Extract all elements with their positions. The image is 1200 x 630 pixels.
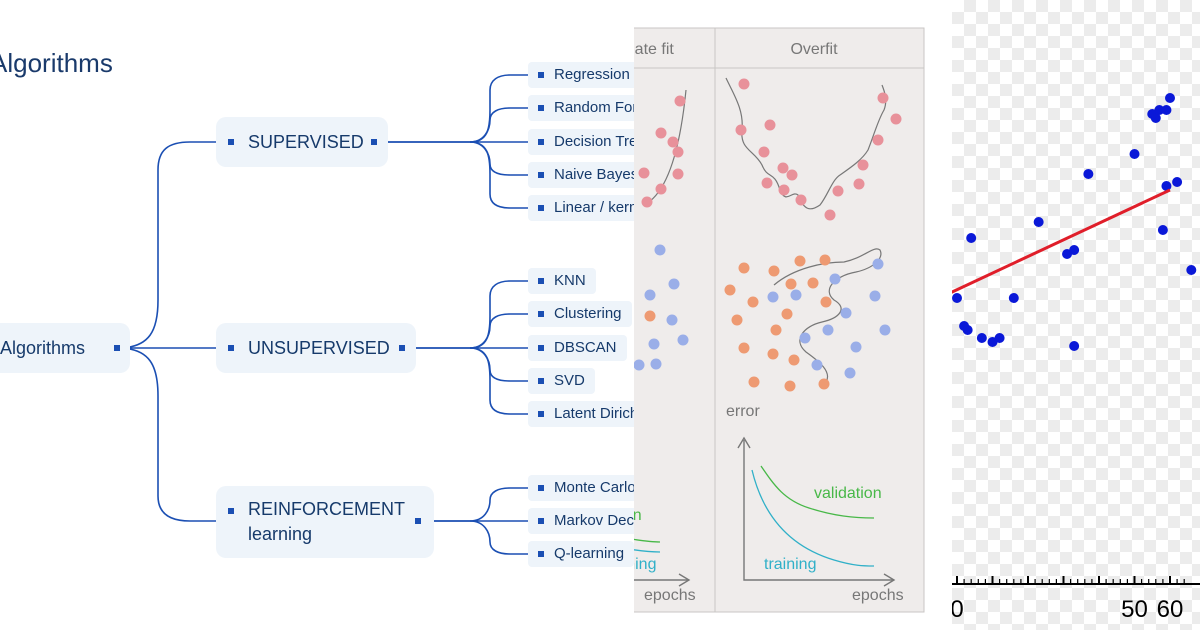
error-label: error: [726, 403, 760, 420]
leaf-dbscan[interactable]: DBSCAN: [528, 335, 627, 361]
fit-line: [952, 188, 1171, 294]
x-tick-label: 60: [1157, 596, 1184, 623]
fit-vs-overfit-illustration: Appropriate fit Overfit: [634, 27, 925, 613]
leaf-random-forest-label: Random Forest: [554, 99, 634, 116]
leaf-markov-decision-label: Markov Decision: [554, 512, 634, 529]
data-point-17: [1157, 225, 1168, 235]
validation-label-right: validation: [814, 485, 882, 502]
validation-label-left: validation: [634, 507, 642, 524]
mind-map-connectors: [117, 74, 540, 555]
leaf-decision-tree-label: Decision Tree: [554, 133, 634, 150]
scatter-plot: 0 50 60: [952, 93, 1200, 623]
leaf-q-learning[interactable]: Q-learning: [528, 541, 634, 567]
overfit-orange-points: [724, 254, 832, 392]
leaf-clustering[interactable]: Clustering: [528, 301, 632, 327]
leaf-linear-svm-label: Linear / kernel SVM: [554, 199, 634, 216]
branch-reinforcement-label-2: learning: [248, 524, 313, 544]
x-tick-label: 50: [1121, 596, 1148, 623]
leaf-monte-carlo-label: Monte Carlo: [554, 479, 634, 496]
branch-unsupervised-dot: [399, 345, 405, 351]
leaf-clustering-label: Clustering: [554, 305, 622, 322]
leaf-dbscan-label: DBSCAN: [554, 339, 617, 356]
header-appropriate-fit: Appropriate fit: [634, 41, 674, 58]
data-point-16: [1154, 105, 1165, 115]
epochs-label-left: epochs: [644, 587, 696, 604]
leaf-regression-label: Regression: [554, 66, 630, 83]
data-point-19: [1161, 105, 1172, 115]
data-point-2: [962, 325, 973, 335]
branch-reinforcement-dot: [415, 518, 421, 524]
leaf-knn[interactable]: KNN: [528, 268, 596, 294]
fit-training-curve: [634, 549, 661, 553]
data-point-7: [1008, 293, 1019, 303]
leaf-markov-decision[interactable]: Markov Decision: [528, 508, 634, 534]
data-point-11: [1069, 245, 1080, 255]
data-point-20: [1165, 93, 1175, 103]
appropriate-fit-blue-points: [634, 244, 689, 371]
data-point-10: [1069, 341, 1080, 351]
connector-supervised: [117, 141, 228, 349]
leaf-regression[interactable]: Regression: [528, 62, 634, 88]
scatter-regression-panel: 0 50 60: [952, 0, 1200, 630]
error-axes: [743, 440, 894, 581]
root-label: Algorithms: [0, 337, 86, 358]
leaf-knn-label: KNN: [554, 272, 586, 289]
branch-unsupervised-label: UNSUPERVISED: [248, 337, 390, 358]
leaf-q-learning-label: Q-learning: [554, 545, 625, 562]
fit-vs-overfit-panel: Appropriate fit Overfit: [634, 0, 952, 630]
leaf-lda[interactable]: Latent Dirichlet Allocation: [528, 401, 634, 427]
leaf-decision-tree[interactable]: Decision Tree: [528, 129, 634, 155]
root-node[interactable]: Algorithms: [0, 323, 130, 373]
data-point-3: [966, 233, 977, 243]
data-point-18: [1161, 181, 1172, 191]
data-point-0: [952, 293, 962, 303]
overfit-blue-points: [767, 258, 891, 379]
overfit-curve: [725, 77, 887, 210]
leaf-monte-carlo[interactable]: Monte Carlo: [528, 475, 634, 501]
data-point-21: [1172, 177, 1183, 187]
mind-map-title: Algorithms: [0, 48, 113, 78]
data-point-13: [1129, 149, 1140, 159]
data-point-6: [994, 333, 1005, 343]
training-label-right: training: [764, 556, 816, 573]
root-connector-dot: [114, 345, 120, 351]
leaf-svd[interactable]: SVD: [528, 368, 595, 394]
leaf-naive-bayes-label: Naive Bayes: [554, 166, 634, 183]
leaf-random-forest[interactable]: Random Forest: [528, 95, 634, 121]
algorithms-mind-map: Algorithms: [0, 48, 634, 567]
overfit-training-curve: [751, 469, 875, 567]
x-tick-labels: 0 50 60: [952, 596, 1183, 623]
branch-unsupervised[interactable]: UNSUPERVISED: [216, 323, 416, 373]
header-overfit: Overfit: [790, 41, 838, 58]
data-points: [952, 93, 1197, 351]
epochs-label-right: epochs: [852, 587, 904, 604]
branch-supervised[interactable]: SUPERVISED: [216, 117, 388, 167]
overfit-validation-curve: [760, 465, 875, 519]
branch-supervised-label: SUPERVISED: [248, 131, 364, 152]
data-point-4: [976, 333, 987, 343]
appropriate-fit-red-points: [638, 95, 686, 208]
leaf-svd-label: SVD: [554, 372, 585, 389]
overfit-red-points: [735, 78, 902, 221]
branch-supervised-dot: [371, 139, 377, 145]
fit-validation-curve: [634, 538, 661, 543]
data-point-8: [1033, 217, 1044, 227]
x-axis: [952, 576, 1200, 585]
regression-line: [952, 188, 1171, 294]
data-point-22: [1186, 265, 1197, 275]
leaf-lda-label: Latent Dirichlet Allocation: [554, 405, 634, 422]
branch-reinforcement[interactable]: REINFORCEMENT learning: [216, 486, 434, 558]
training-label-left: training: [634, 556, 656, 573]
branch-reinforcement-label-1: REINFORCEMENT: [248, 499, 405, 519]
connector-reinforcement: [117, 347, 228, 522]
leaf-linear-svm[interactable]: Linear / kernel SVM: [528, 195, 634, 221]
data-point-12: [1083, 169, 1094, 179]
x-tick-label: 0: [952, 596, 964, 623]
leaf-naive-bayes[interactable]: Naive Bayes: [528, 162, 634, 188]
